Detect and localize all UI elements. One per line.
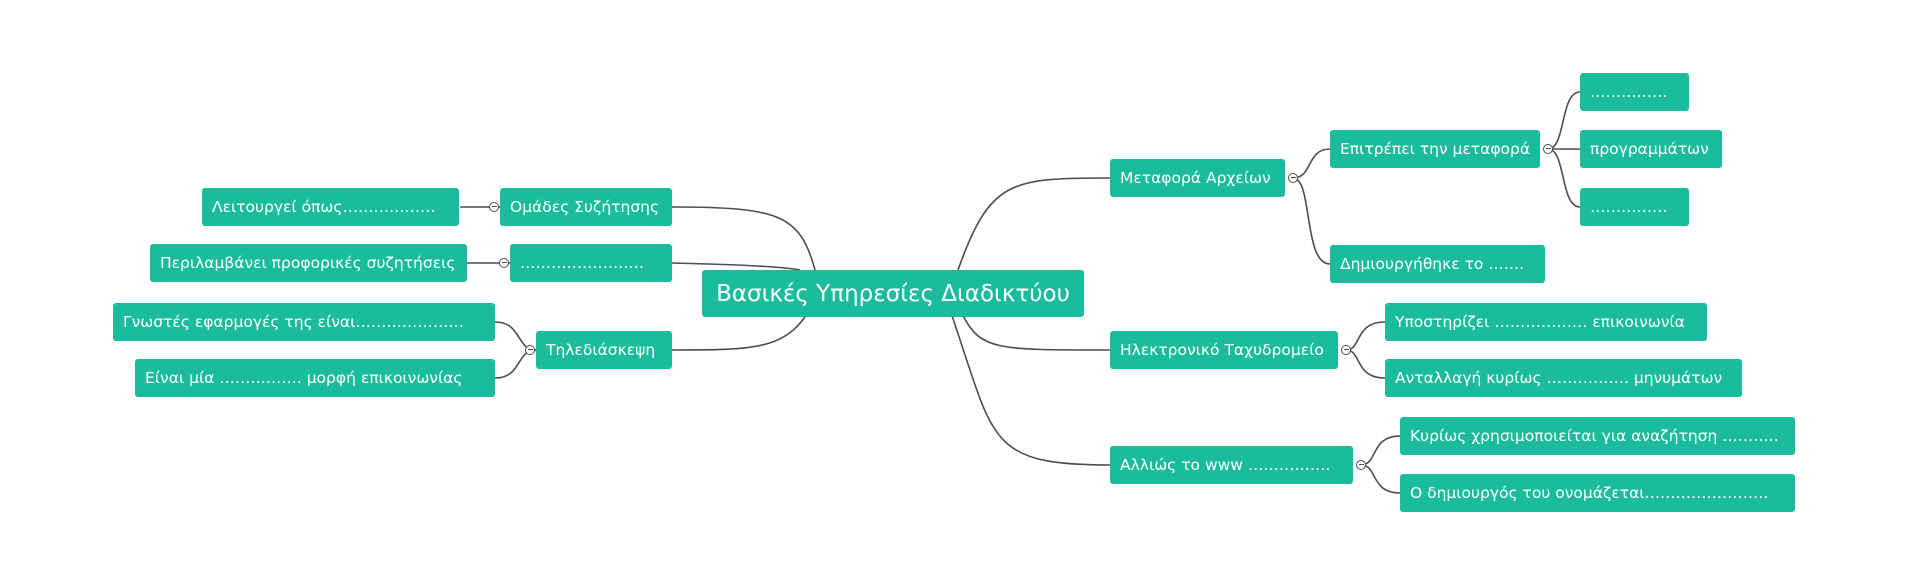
topic-email[interactable]: Ηλεκτρονικό Ταχυδρομείο	[1110, 331, 1338, 369]
link-www-child-1	[1360, 435, 1401, 466]
topic-allows-child-2[interactable]: προγραμμάτων	[1580, 130, 1722, 168]
collapse-teleconference-icon[interactable]	[525, 345, 535, 355]
link-allows-child-3	[1547, 148, 1581, 208]
topic-www-child-2[interactable]: Ο δημιουργός του ονομάζεται……………………	[1400, 474, 1795, 512]
link-root-groups	[671, 206, 816, 271]
topic-teleconference[interactable]: Τηλεδιάσκεψη	[536, 331, 672, 369]
link-email-child-2	[1345, 349, 1386, 379]
link-allows-child-1	[1547, 91, 1581, 150]
link-root-email	[959, 309, 1111, 351]
topic-created[interactable]: Δημιουργήθηκε το …….	[1330, 245, 1545, 283]
root-topic[interactable]: Βασικές Υπηρεσίες Διαδικτύου	[702, 270, 1084, 317]
topic-teleconf-child-2[interactable]: Είναι μία ……………. μορφή επικοινωνίας	[135, 359, 495, 397]
topic-file-transfer[interactable]: Μεταφορά Αρχείων	[1110, 159, 1285, 197]
link-root-blank	[671, 262, 801, 271]
topic-blank-child[interactable]: Περιλαμβάνει προφορικές συζητήσεις	[150, 244, 467, 282]
collapse-blank-branch-icon[interactable]	[499, 258, 509, 268]
topic-allows-child-1[interactable]: ……………	[1580, 73, 1689, 111]
link-file-transfer-allows	[1292, 148, 1331, 179]
topic-teleconf-child-1[interactable]: Γνωστές εφαρμογές της είναι…………………	[113, 303, 495, 341]
collapse-email-icon[interactable]	[1341, 345, 1351, 355]
collapse-www-icon[interactable]	[1356, 460, 1366, 470]
link-email-child-1	[1345, 321, 1386, 351]
topic-www[interactable]: Αλλιώς το www …………….	[1110, 446, 1353, 484]
topic-discussion-groups[interactable]: Ομάδες Συζήτησης	[500, 188, 672, 226]
collapse-discussion-groups-icon[interactable]	[489, 202, 499, 212]
collapse-file-transfer-icon[interactable]	[1288, 173, 1298, 183]
topic-blank-branch[interactable]: ……………………	[510, 244, 672, 282]
topic-groups-child[interactable]: Λειτουργεί όπως………………	[202, 188, 459, 226]
link-www-child-2	[1360, 464, 1401, 494]
collapse-allows-transfer-icon[interactable]	[1543, 144, 1553, 154]
link-file-transfer-created	[1292, 177, 1331, 265]
topic-allows-transfer[interactable]: Επιτρέπει την μεταφορά	[1330, 130, 1540, 168]
link-root-file-transfer	[957, 177, 1111, 271]
link-root-www	[949, 309, 1111, 466]
topic-email-child-2[interactable]: Ανταλλαγή κυρίως ……………. μηνυμάτων	[1385, 359, 1742, 397]
topic-allows-child-3[interactable]: ……………	[1580, 188, 1689, 226]
topic-www-child-1[interactable]: Κυρίως χρησιμοποιείται για αναζήτηση …………	[1400, 417, 1795, 455]
topic-email-child-1[interactable]: Υποστηρίζει ……………… επικοινωνία	[1385, 303, 1707, 341]
